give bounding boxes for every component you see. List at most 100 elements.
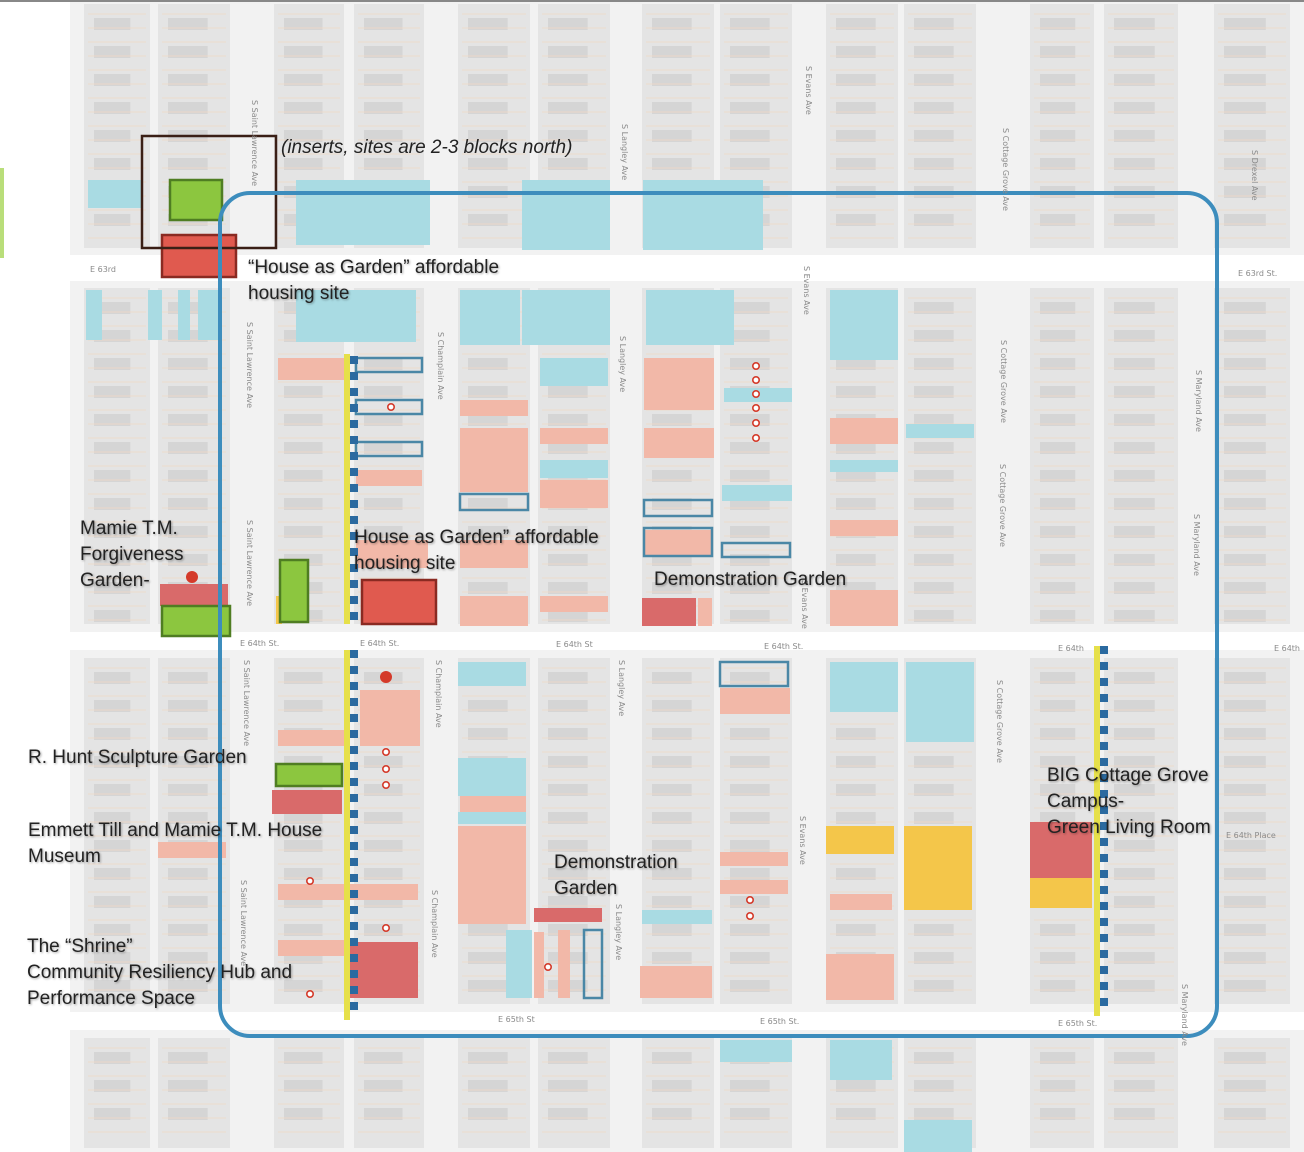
- building-footprint: [284, 812, 323, 824]
- vertical-street-labels: S Saint Lawrence Ave S Saint Lawrence Av…: [239, 66, 1259, 1046]
- corridor-marker: [1100, 998, 1108, 1006]
- corridor-marker: [350, 580, 358, 588]
- building-footprint: [364, 74, 403, 86]
- building-footprint: [730, 756, 770, 768]
- building-footprint: [1114, 214, 1155, 226]
- building-footprint: [168, 358, 208, 370]
- corridor-marker: [1100, 646, 1108, 654]
- building-footprint: [836, 214, 876, 226]
- building-footprint: [168, 526, 208, 538]
- street-label-champlain-1: S Champlain Ave: [436, 332, 445, 400]
- building-footprint: [94, 470, 131, 482]
- building-footprint: [836, 46, 876, 58]
- corridor-marker: [350, 970, 358, 978]
- building-footprint: [94, 896, 131, 908]
- building-footprint: [468, 700, 508, 712]
- corridor-marker: [350, 842, 358, 850]
- building-footprint: [468, 924, 508, 936]
- corridor-marker: [350, 794, 358, 802]
- building-footprint: [1224, 582, 1266, 594]
- city-block: [1104, 288, 1178, 624]
- building-footprint: [364, 158, 403, 170]
- corridor-marker: [1100, 902, 1108, 910]
- street-label-champlain-3: S Champlain Ave: [430, 890, 439, 958]
- building-footprint: [836, 386, 876, 398]
- building-footprint: [1114, 302, 1155, 314]
- building-footprint: [548, 728, 588, 740]
- label-forgiveness-garden: Mamie T.M. Forgiveness Garden-: [80, 518, 184, 591]
- building-footprint: [94, 1080, 131, 1092]
- building-footprint: [914, 526, 954, 538]
- building-footprint: [468, 46, 508, 58]
- city-block: [720, 658, 792, 1004]
- building-footprint: [914, 924, 954, 936]
- building-footprint: [94, 158, 131, 170]
- building-footprint: [652, 130, 692, 142]
- building-footprint: [548, 1052, 588, 1064]
- building-footprint: [1040, 330, 1076, 342]
- building-footprint: [1114, 610, 1155, 622]
- building-footprint: [652, 728, 692, 740]
- building-footprint: [1040, 18, 1076, 30]
- building-footprint: [468, 582, 508, 594]
- street-label-evans-4: S Evans Ave: [798, 816, 807, 865]
- building-footprint: [730, 980, 770, 992]
- building-footprint: [1040, 74, 1076, 86]
- building-footprint: [836, 784, 876, 796]
- building-footprint: [914, 756, 954, 768]
- corridor-marker: [350, 468, 358, 476]
- building-footprint: [914, 386, 954, 398]
- street-label-champlain-2: S Champlain Ave: [434, 660, 443, 728]
- building-footprint: [1224, 980, 1266, 992]
- label-demonstration-garden-south: Demonstration Garden: [554, 852, 678, 899]
- label-house-as-garden-north: “House as Garden” affordable housing sit…: [248, 257, 500, 304]
- building-footprint: [730, 130, 770, 142]
- building-footprint: [730, 812, 770, 824]
- building-footprint: [1224, 896, 1266, 908]
- building-footprint: [652, 158, 692, 170]
- building-footprint: [730, 470, 770, 482]
- building-footprint: [468, 526, 508, 538]
- building-footprint: [548, 386, 588, 398]
- label-house-as-garden-mid: House as Garden” affordable housing site: [354, 527, 599, 574]
- street-label-e64-place: E 64th Place: [1226, 831, 1276, 840]
- building-footprint: [652, 840, 692, 852]
- building-footprint: [468, 74, 508, 86]
- building-footprint: [1114, 386, 1155, 398]
- building-footprint: [548, 526, 588, 538]
- building-footprint: [284, 18, 323, 30]
- building-footprint: [836, 756, 876, 768]
- building-footprint: [1224, 868, 1266, 880]
- building-footprint: [914, 158, 954, 170]
- hunt-sculpture-garden: [274, 762, 344, 788]
- building-footprint: [730, 924, 770, 936]
- building-footprint: [548, 784, 588, 796]
- building-footprint: [94, 498, 131, 510]
- street-label-st-lawrence-3: S Saint Lawrence Ave: [245, 520, 254, 606]
- street-label-e64-d: E 64th: [1058, 644, 1084, 653]
- building-footprint: [1040, 386, 1076, 398]
- street-label-drexel: S Drexel Ave: [1250, 150, 1259, 201]
- corridor-marker: [350, 452, 358, 460]
- building-footprint: [168, 414, 208, 426]
- building-footprint: [1040, 442, 1076, 454]
- building-footprint: [364, 386, 403, 398]
- building-footprint: [1114, 728, 1155, 740]
- building-footprint: [168, 386, 208, 398]
- building-footprint: [1224, 386, 1266, 398]
- street-label-evans-1: S Evans Ave: [804, 66, 813, 115]
- building-footprint: [94, 784, 131, 796]
- building-footprint: [468, 1108, 508, 1120]
- corridor-marker: [1100, 774, 1108, 782]
- building-footprint: [914, 498, 954, 510]
- building-footprint: [94, 130, 131, 142]
- building-footprint: [364, 18, 403, 30]
- corridor-marker: [350, 922, 358, 930]
- corridor-marker: [350, 890, 358, 898]
- building-footprint: [730, 158, 770, 170]
- corridor-marker: [350, 516, 358, 524]
- building-footprint: [652, 700, 692, 712]
- building-footprint: [284, 1108, 323, 1120]
- building-footprint: [94, 700, 131, 712]
- building-footprint: [730, 102, 770, 114]
